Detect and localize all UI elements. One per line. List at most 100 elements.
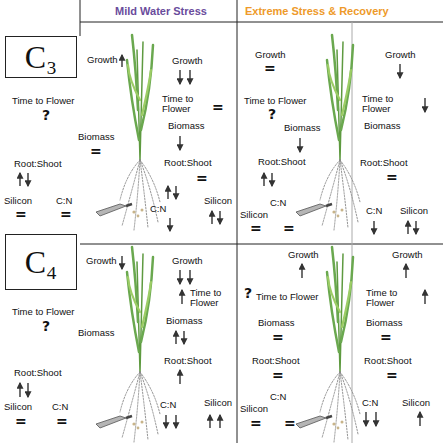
up-arrow [167,186,168,199]
row-divider [80,244,443,245]
down-arrow [179,136,180,150]
trait-label: C:N [366,206,382,216]
change-symbol: = [56,414,68,428]
up-arrow [219,415,220,428]
trait-label: Root:Shoot [164,158,212,168]
down-arrow [175,415,176,428]
down-arrow [415,221,416,234]
trait-label: Growth [255,50,286,60]
down-arrow [27,383,28,397]
trait-label: Growth [172,256,203,266]
trait-label: C:N [56,196,72,206]
trait-label: Time to Flower [362,94,402,115]
trait-label: Root:Shoot [258,157,306,167]
up-arrow [19,173,20,186]
down-arrow [375,412,376,426]
change-symbol: = [380,330,392,344]
column-heading: Mild Water Stress [115,5,207,17]
change-symbol: = [250,416,262,430]
up-arrow [424,290,425,304]
trait-label: Growth [87,55,118,65]
down-arrow [189,70,190,84]
down-arrow [373,221,374,234]
corner-divider [80,0,81,36]
change-symbol: ? [268,107,276,121]
up-arrow [211,211,212,224]
trait-label: Silicon [240,210,268,220]
down-arrow [299,138,300,152]
up-arrow [419,412,420,426]
down-arrow [365,412,366,426]
change-symbol: = [15,414,27,428]
trait-label: Root:Shoot [14,159,62,169]
down-arrow [271,173,272,186]
down-arrow [179,270,180,284]
trait-label: C:N [52,402,68,412]
recovery-divider [352,22,353,443]
down-arrow [189,270,190,284]
trait-label: Silicon [204,398,232,408]
trait-label: Time to Flower [12,96,74,106]
up-arrow [263,173,264,186]
trait-label: Root:Shoot [360,158,408,168]
down-arrow [121,256,122,269]
change-symbol: = [90,144,102,158]
change-symbol: = [15,207,27,221]
plant-figure [96,247,160,442]
photosynthesis-type: C₃ [25,41,58,73]
trait-label: Biomass [166,316,202,326]
up-arrow [181,290,182,304]
trend-arrows [20,55,425,428]
trait-label: Silicon [240,404,268,414]
down-arrow [399,64,400,78]
down-arrow [183,331,184,344]
change-symbol: = [196,171,208,185]
down-arrow [424,98,425,112]
column-heading: Extreme Stress & Recovery [245,5,389,17]
up-arrow [209,415,210,428]
trait-label: Biomass [78,328,114,338]
up-arrow [405,264,406,278]
plant-figure [296,247,360,442]
change-symbol: ? [42,319,50,333]
trait-label: Biomass [168,121,204,131]
header-rule [80,22,443,23]
trait-label: Root:Shoot [164,356,212,366]
change-symbol: = [264,61,276,75]
trait-label: Biomass [78,132,114,142]
down-arrow [27,173,28,186]
trait-label: Growth [172,56,203,66]
change-symbol: = [272,368,284,382]
trait-label: Biomass [258,318,294,328]
up-arrow [179,370,180,384]
down-arrow [175,186,176,199]
trait-label: Growth [385,50,416,60]
trait-label: Silicon [400,206,428,216]
change-symbol: = [283,221,295,235]
group-box: C₃ [5,36,77,78]
change-symbol: = [386,170,398,184]
up-arrow [407,221,408,234]
trait-label: Silicon [204,196,232,206]
up-arrow [301,264,302,278]
trait-label: C:N [150,204,166,214]
group-box: C₄ [5,234,77,290]
trait-label: Root:Shoot [14,368,62,378]
trait-label: Root:Shoot [252,356,300,366]
change-symbol: ? [244,286,252,300]
up-arrow [175,331,176,344]
trait-label: Silicon [4,196,32,206]
change-symbol: = [250,221,262,235]
change-symbol: = [386,368,398,382]
trait-label: Time to Flower [256,292,318,302]
trait-label: Growth [392,250,423,260]
change-symbol: = [60,207,72,221]
trait-label: Biomass [366,318,402,328]
trait-label: Time to Flower [190,288,230,309]
trait-label: Silicon [402,398,430,408]
trait-label: Growth [288,250,319,260]
trait-label: C:N [270,198,286,208]
grid-lines [80,0,443,443]
trait-label: Time to Flower [12,307,74,317]
